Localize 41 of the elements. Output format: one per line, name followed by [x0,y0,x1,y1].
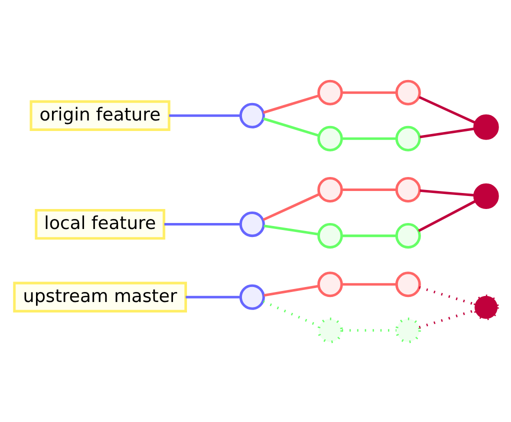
connector [418,308,475,328]
connector [164,222,240,226]
node-circle [316,271,342,297]
node-circle [316,79,342,105]
node-box: origin feature [29,100,170,130]
node-circle [394,79,420,105]
node-circle [472,294,498,320]
node-circle [394,176,420,202]
connector [262,192,320,220]
node-circle [316,317,342,343]
connector [418,286,475,306]
connector [263,284,318,296]
node-circle [394,271,420,297]
connector [341,188,396,191]
connector [419,188,474,196]
node-circle [316,176,342,202]
node-box: upstream master [12,281,186,312]
node-circle [238,211,264,237]
connector [262,116,319,136]
connector [341,234,396,237]
node-circle [472,182,498,208]
node-box: local feature [34,208,165,240]
node-circle [316,222,342,248]
connector [341,136,396,140]
connector [418,95,476,124]
node-circle [394,125,420,151]
connector [262,94,319,114]
connector [168,114,240,116]
connector [418,199,476,232]
node-circle [238,102,264,128]
node-circle [316,125,342,151]
connector [341,90,396,94]
node-circle [472,114,498,140]
connector [419,126,474,138]
connector [341,328,396,332]
connector [341,282,396,286]
connector [263,224,318,235]
connector [185,295,240,298]
node-circle [394,222,420,248]
node-circle [394,317,420,343]
node-circle [238,284,264,310]
